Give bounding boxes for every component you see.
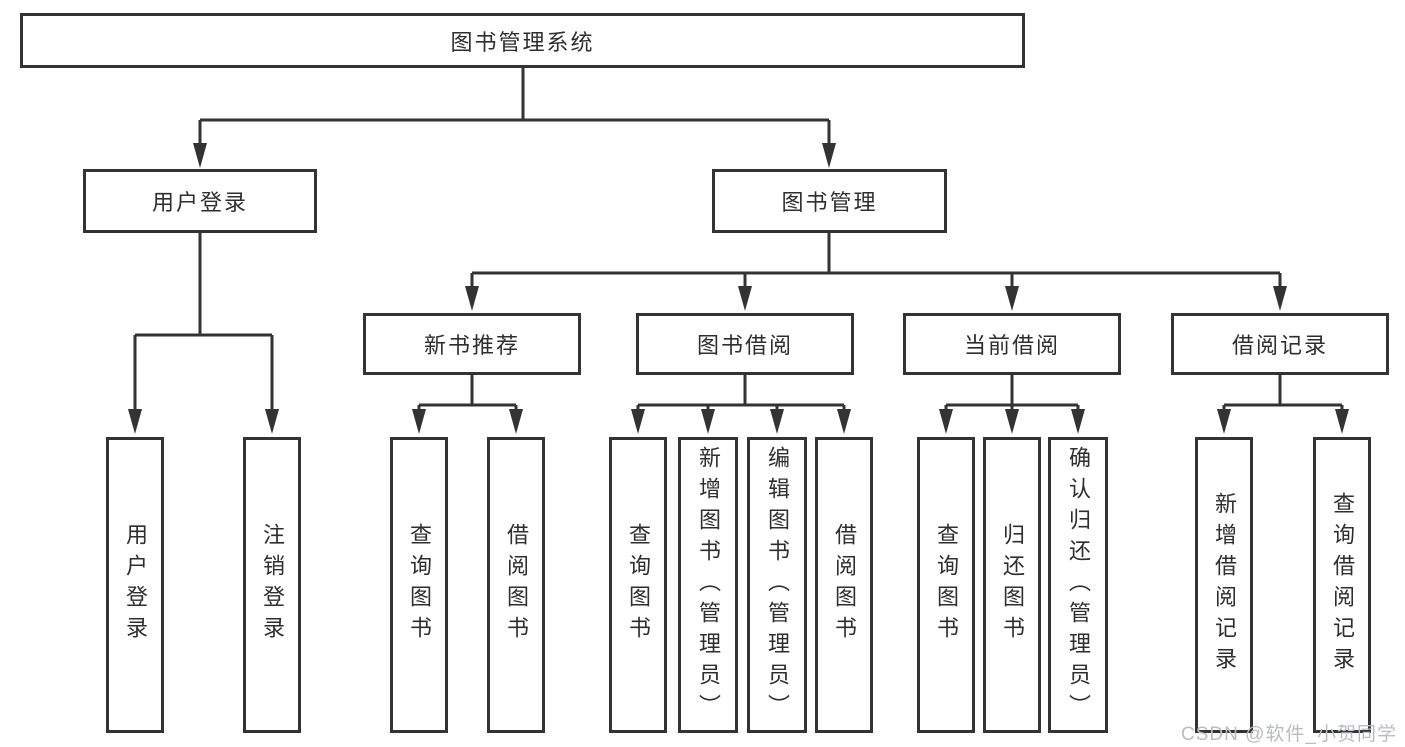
node-label: 用户登录 <box>151 190 248 215</box>
leaf-label: 归还图书 <box>1000 523 1025 647</box>
leaf-query-books-borrowing: 查询图书 <box>609 437 667 733</box>
node-label: 借阅记录 <box>1231 333 1328 358</box>
node-book-management: 图书管理 <box>712 169 947 233</box>
leaf-borrow-books-recommendation: 借阅图书 <box>487 437 545 733</box>
leaf-return-books: 归还图书 <box>983 437 1041 733</box>
node-label: 当前借阅 <box>963 333 1060 358</box>
node-user-login: 用户登录 <box>83 169 317 233</box>
leaf-confirm-return-admin: 确认归还（管理员） <box>1048 437 1108 733</box>
leaf-logout: 注销登录 <box>243 437 301 733</box>
leaf-label: 查询图书 <box>626 523 651 647</box>
leaf-label: 查询图书 <box>407 523 432 647</box>
leaf-add-borrowing-record: 新增借阅记录 <box>1195 437 1253 733</box>
node-label: 图书借阅 <box>696 333 793 358</box>
leaf-label: 查询借阅记录 <box>1330 492 1355 678</box>
node-borrowing-records: 借阅记录 <box>1171 313 1389 375</box>
node-label: 图书管理 <box>781 190 878 215</box>
leaf-query-books-current: 查询图书 <box>917 437 975 733</box>
node-label: 图书管理系统 <box>450 29 595 55</box>
connector-root-to-level2 <box>193 68 836 168</box>
leaf-user-login: 用户登录 <box>106 437 164 733</box>
connector-user-login-to-leaves <box>128 233 279 434</box>
node-current-borrowing: 当前借阅 <box>903 313 1121 375</box>
connector-new-book-recommendation-to-leaves <box>412 375 523 434</box>
leaf-label: 新增图书（管理员） <box>696 445 721 725</box>
node-new-book-recommendation: 新书推荐 <box>363 313 581 375</box>
leaf-label: 借阅图书 <box>832 523 857 647</box>
leaf-label: 用户登录 <box>123 523 148 647</box>
connector-book-borrowing-to-leaves <box>631 375 851 434</box>
connector-book-management-to-level3 <box>465 233 1287 311</box>
leaf-label: 查询图书 <box>934 523 959 647</box>
leaf-label: 确认归还（管理员） <box>1066 445 1091 725</box>
leaf-label: 借阅图书 <box>504 523 529 647</box>
node-book-borrowing: 图书借阅 <box>636 313 854 375</box>
leaf-edit-books-admin: 编辑图书（管理员） <box>747 437 807 733</box>
leaf-label: 新增借阅记录 <box>1212 492 1237 678</box>
connector-current-borrowing-to-leaves <box>939 375 1085 434</box>
leaf-label: 编辑图书（管理员） <box>765 445 790 725</box>
connector-borrowing-records-to-leaves <box>1217 375 1349 434</box>
node-label: 新书推荐 <box>423 333 520 358</box>
csdn-watermark: CSDN @软件_小贺同学 <box>1181 724 1397 745</box>
leaf-add-books-admin: 新增图书（管理员） <box>678 437 738 733</box>
leaf-borrow-books-borrowing: 借阅图书 <box>815 437 873 733</box>
leaf-query-books-recommendation: 查询图书 <box>390 437 448 733</box>
node-library-management-system: 图书管理系统 <box>20 13 1025 68</box>
leaf-label: 注销登录 <box>260 523 285 647</box>
leaf-query-borrowing-record: 查询借阅记录 <box>1313 437 1371 733</box>
